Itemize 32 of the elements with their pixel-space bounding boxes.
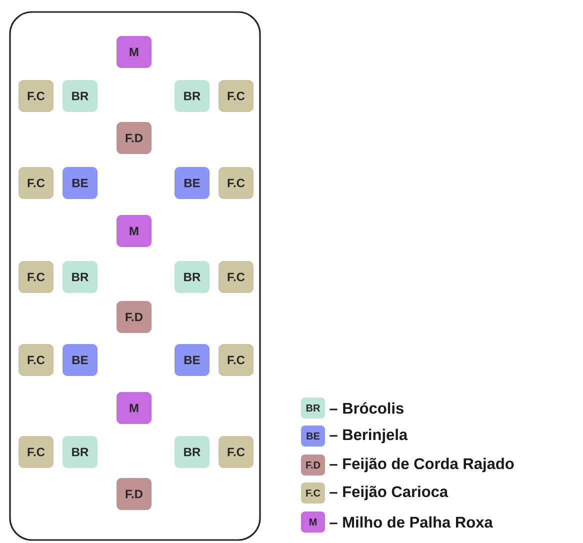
plant-square: M: [116, 36, 152, 68]
legend-text: – Feijão de Corda Rajado: [330, 458, 514, 472]
plant-square: BR: [174, 80, 210, 112]
plant-square: F.C: [18, 344, 54, 376]
plant-square: F.C: [218, 436, 254, 468]
plant-square: F.C: [218, 261, 254, 293]
legend-text: – Berinjela: [330, 428, 408, 444]
plant-square: F.D: [116, 478, 152, 510]
plant-square: F.C: [218, 344, 254, 376]
legend-text: – Milho de Palha Roxa: [330, 516, 493, 528]
legend-text: – Feijão Carioca: [330, 486, 448, 500]
plant-square: F.C: [18, 80, 54, 112]
plant-square: BR: [174, 261, 210, 293]
plant-square: F.C: [218, 80, 254, 112]
plant-square: BR: [62, 80, 98, 112]
plant-square: BR: [174, 436, 210, 468]
plant-square: BR: [62, 261, 98, 293]
plant-square: F.C: [18, 167, 54, 199]
plant-square: M: [116, 215, 152, 247]
plant-square: F.D: [116, 122, 152, 154]
plant-square: M: [116, 392, 152, 424]
plant-square: BR: [62, 436, 98, 468]
plant-square: F.C: [218, 167, 254, 199]
plant-square: F.C: [18, 436, 54, 468]
plant-square: F.C: [18, 261, 54, 293]
legend-text: – Brócolis: [330, 402, 404, 414]
plant-square: BE: [62, 167, 98, 199]
garden-bed: [9, 11, 261, 541]
plant-square: BE: [174, 344, 210, 376]
plant-square: BE: [174, 167, 210, 199]
plant-square: F.D: [116, 301, 152, 333]
plant-square: BE: [62, 344, 98, 376]
